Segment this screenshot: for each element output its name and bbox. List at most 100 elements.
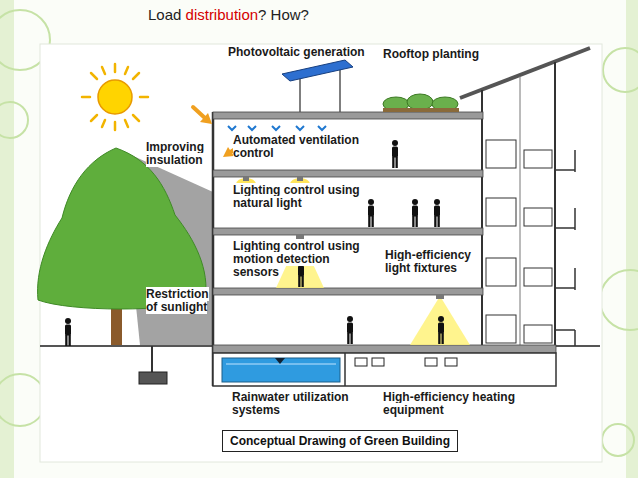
building (524, 268, 552, 286)
building (213, 228, 483, 235)
callout-label: Lighting control using motion detection … (233, 240, 367, 279)
callout-label: Rainwater utilization systems (232, 391, 377, 417)
building (524, 208, 552, 226)
sun (125, 120, 128, 127)
callout-label: Rooftop planting (383, 48, 503, 61)
figure-caption: Conceptual Drawing of Green Building (222, 430, 458, 452)
building (486, 140, 516, 168)
people (347, 316, 353, 344)
label-text: Automated ventilation control (233, 133, 359, 160)
slide-background (603, 48, 638, 92)
label-text: Rainwater utilization systems (232, 390, 349, 417)
light-fixtures (297, 177, 303, 181)
building (213, 288, 483, 295)
callout-label: Photovoltaic generation (228, 46, 388, 59)
insulation-arrows (193, 107, 206, 119)
callout-label: High-efficiency heating equipment (383, 391, 533, 417)
building (574, 268, 576, 290)
people (368, 199, 374, 227)
building (460, 48, 590, 98)
people (412, 199, 418, 227)
building (555, 150, 575, 346)
building (524, 325, 552, 343)
people (65, 140, 444, 346)
building (555, 169, 575, 171)
slide-title: Load distribution? How? (148, 6, 309, 23)
building (486, 258, 516, 286)
slide-background (600, 270, 638, 330)
building (226, 364, 336, 365)
building (275, 358, 285, 364)
rooftop-plants (383, 108, 459, 112)
sun (82, 64, 148, 130)
building (213, 112, 483, 119)
insulation-arrows (200, 113, 212, 124)
sun (133, 115, 139, 121)
building (555, 287, 575, 289)
photovoltaic-panel (339, 68, 341, 112)
building (344, 353, 346, 386)
sun (133, 73, 139, 79)
label-text: Lighting control using motion detection … (233, 239, 360, 279)
building (222, 358, 340, 382)
building (574, 208, 576, 230)
people (434, 199, 440, 227)
callout-label: High-efficiency light fixtures (385, 249, 495, 275)
sun (140, 96, 148, 99)
building (555, 227, 575, 229)
sun (102, 120, 105, 127)
ventilation-fans (272, 126, 280, 130)
photovoltaic-panel (282, 60, 353, 81)
sun (98, 80, 132, 114)
slide-background (14, 0, 626, 478)
building (524, 150, 552, 168)
sun (91, 115, 97, 121)
callout-label: Improving insulation (146, 141, 216, 167)
sun (91, 73, 97, 79)
building (554, 62, 556, 346)
building (445, 358, 457, 366)
building (520, 76, 521, 346)
building (574, 150, 576, 172)
photovoltaic-panel (282, 60, 353, 112)
sun (82, 64, 148, 130)
building (555, 329, 575, 331)
sun (114, 122, 117, 130)
ventilation-fans (318, 126, 326, 130)
building (481, 90, 483, 346)
photovoltaic-panel (299, 78, 301, 112)
sun (82, 96, 90, 99)
sun (114, 64, 117, 72)
ventilation-fans (228, 126, 326, 130)
building (486, 140, 552, 343)
building (355, 358, 367, 366)
tree (38, 148, 206, 345)
ventilation-fans (228, 126, 236, 130)
people (65, 318, 71, 346)
label-text: Improving insulation (146, 140, 204, 167)
callout-label: Lighting control using natural light (233, 184, 375, 210)
slide-background (602, 424, 634, 456)
building (425, 358, 437, 366)
people (438, 316, 444, 344)
callout-label: Restriction of sunlight (146, 288, 220, 314)
rooftop-plants (407, 94, 433, 110)
building (486, 315, 516, 343)
building (213, 345, 556, 353)
building (486, 198, 516, 226)
label-text: High-efficiency heating equipment (383, 390, 515, 417)
label-text: Lighting control using natural light (233, 183, 360, 210)
building (213, 170, 483, 177)
building (213, 48, 590, 386)
sun (125, 67, 128, 74)
rooftop-plants (383, 94, 459, 112)
light-fixtures (436, 295, 444, 299)
tree (38, 148, 206, 309)
building (372, 358, 384, 366)
light-fixtures (410, 296, 470, 345)
building (355, 358, 457, 366)
label-text: High-efficiency light fixtures (385, 248, 471, 275)
sun (102, 67, 105, 74)
